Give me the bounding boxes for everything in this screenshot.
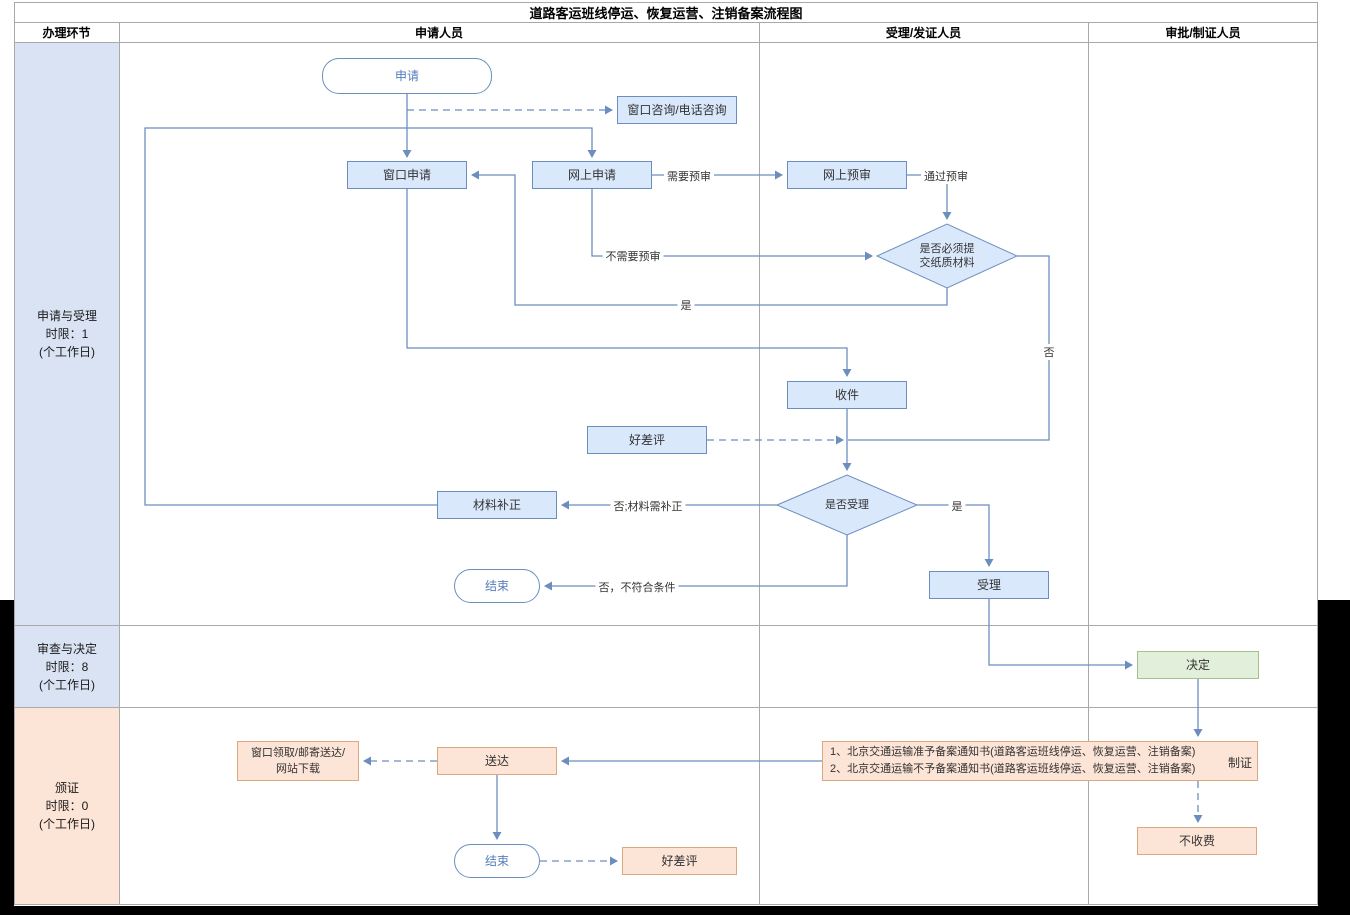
stage-name: 审查与决定 <box>36 641 97 656</box>
header-lane-approver: 审批/制证人员 <box>1165 25 1241 40</box>
grid-line <box>14 2 1318 3</box>
screen-edge-black-right <box>1318 600 1350 915</box>
edge-label-no-need-review: 不需要预审 <box>602 248 664 264</box>
stage-limit: 时限：8 <box>45 659 89 674</box>
grid-line <box>759 22 760 904</box>
grid-line <box>14 707 1318 708</box>
window-apply-node: 窗口申请 <box>347 161 467 189</box>
certify-label: 制证 <box>1228 756 1253 770</box>
edge-accept-to-decide <box>988 599 1133 670</box>
edge-label-no-fix: 否;材料需补正 <box>610 498 686 514</box>
paper-decision-label: 是否必须提 交纸质材料 <box>919 243 975 269</box>
apply-start-node: 申请 <box>322 58 492 94</box>
edge-label-yes-paper: 是 <box>677 297 695 313</box>
edge-accept-decision-to-end <box>544 535 848 591</box>
edge-label-yes-accept: 是 <box>948 498 966 514</box>
pickup-node: 窗口领取/邮寄送达/ 网站下载 <box>237 741 359 781</box>
stage-name: 申请与受理 <box>36 309 97 323</box>
edge-label-pass-review: 通过预审 <box>921 168 971 184</box>
end-final-node: 结束 <box>454 844 540 878</box>
accept-node: 受理 <box>929 571 1049 599</box>
end-reject-node: 结束 <box>454 569 540 603</box>
material-fix-node: 材料补正 <box>437 491 557 519</box>
edge-window-apply-to-receive <box>406 189 852 377</box>
edge-label-no-reject: 否，不符合条件 <box>595 579 679 595</box>
decide-node: 决定 <box>1137 651 1259 679</box>
stage-cell-certificate: 颁证 时限：0 (个工作日) <box>15 708 119 904</box>
online-apply-node: 网上申请 <box>532 161 652 189</box>
edge-online-apply-to-paper-decision <box>591 189 873 261</box>
grid-line <box>14 904 1318 905</box>
grid-line <box>14 2 15 905</box>
stage-limit: 时限：0 <box>45 799 89 813</box>
edge-split-to-online-apply <box>407 127 597 158</box>
edge-accept-decision-to-accept <box>917 504 994 567</box>
notice-node: 1、北京交通运输准予备案通知书(道路客运班线停运、恢复运营、注销备案) 2、北京… <box>822 741 1258 781</box>
rating-receive-node: 好差评 <box>587 426 707 454</box>
stage-cell-apply-accept: 申请与受理 时限：1 (个工作日) <box>15 43 119 625</box>
edge-label-need-review: 需要预审 <box>664 168 714 184</box>
grid-line <box>119 22 120 904</box>
stage-limit: 时限：1 <box>45 327 89 341</box>
accept-decision-label: 是否受理 <box>825 499 869 511</box>
grid-line <box>14 42 1318 43</box>
stage-name: 颁证 <box>54 781 79 795</box>
stage-unit: (个工作日) <box>39 345 95 359</box>
stage-unit: (个工作日) <box>39 677 95 692</box>
diagram-title: 道路客运班线停运、恢复运营、注销备案流程图 <box>529 5 803 21</box>
consult-node: 窗口咨询/电话咨询 <box>617 96 737 124</box>
stage-cell-review-decide: 审查与决定 时限：8 (个工作日) <box>15 626 119 707</box>
deliver-node: 送达 <box>437 747 557 775</box>
edge-paper-yes-to-window-apply <box>471 170 948 306</box>
edge-paper-no-to-flow <box>848 255 1050 441</box>
grid-line <box>1088 22 1089 904</box>
stage-unit: (个工作日) <box>39 817 95 831</box>
edge-label-no-paper: 否 <box>1040 344 1058 360</box>
online-review-node: 网上预审 <box>787 161 907 189</box>
notice-line-1: 1、北京交通运输准予备案通知书(道路客运班线停运、恢复运营、注销备案) <box>830 746 1196 758</box>
header-lane-acceptor: 受理/发证人员 <box>885 25 962 40</box>
notice-line-2: 2、北京交通运输不予备案通知书(道路客运班线停运、恢复运营、注销备案) <box>830 763 1196 775</box>
header-lane-applicant: 申请人员 <box>414 25 463 40</box>
receive-node: 收件 <box>787 381 907 409</box>
screen-edge-black-bottom <box>0 906 1350 915</box>
no-fee-node: 不收费 <box>1137 827 1257 855</box>
rating-final-node: 好差评 <box>622 847 737 875</box>
screen-edge-black-left <box>0 600 14 915</box>
header-stage-column: 办理环节 <box>42 25 91 40</box>
grid-line <box>1317 2 1318 905</box>
grid-line <box>14 625 1318 626</box>
grid-line <box>14 22 1318 23</box>
